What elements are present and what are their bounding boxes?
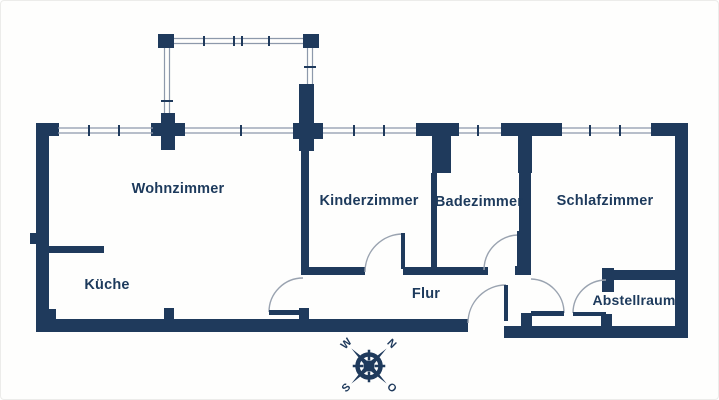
window-lines [58,37,651,134]
compass-east-label: O [384,381,399,396]
compass-rose-icon: W N S O [339,336,399,396]
room-label-kueche: Küche [84,277,130,293]
interior-walls [46,136,676,326]
room-label-flur: Flur [411,286,441,302]
room-label-badezimmer: Badezimmer [434,194,524,210]
window-ticks [88,36,621,136]
room-label-schlafzimmer: Schlafzimmer [556,193,654,209]
door-swings [268,233,607,324]
room-label-abstellraum: Abstellraum [592,292,676,308]
compass-south-label: S [340,381,354,395]
exterior-walls [30,34,688,338]
room-label-kinderzimmer: Kinderzimmer [319,193,419,209]
room-label-wohnzimmer: Wohnzimmer [131,181,225,197]
compass-north-label: N [384,337,398,351]
door-leaves [269,231,606,321]
